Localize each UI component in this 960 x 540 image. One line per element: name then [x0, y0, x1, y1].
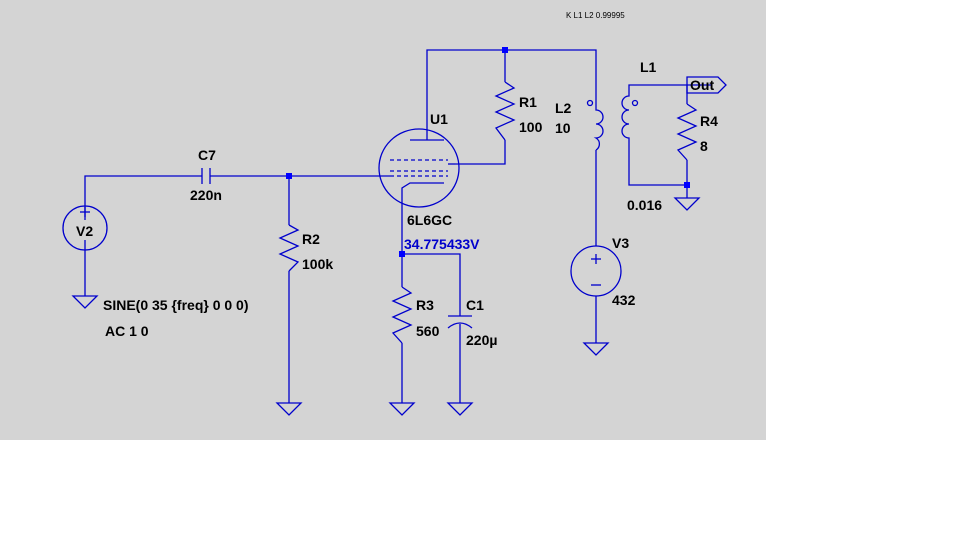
- v2-source[interactable]: [62, 205, 108, 251]
- l2-value: 10: [555, 120, 571, 136]
- wires: [84, 49, 712, 403]
- r2-label: R2: [302, 231, 320, 247]
- coupling-directive[interactable]: K L1 L2 0.99995: [566, 11, 625, 20]
- v2-label: V2: [76, 223, 93, 239]
- c7-label: C7: [198, 147, 216, 163]
- r1-label: R1: [519, 94, 537, 110]
- v3-label: V3: [612, 235, 629, 251]
- c1-label: C1: [466, 297, 484, 313]
- r3-label: R3: [416, 297, 434, 313]
- v2-value: SINE(0 35 {freq} 0 0 0): [103, 297, 249, 313]
- v2-ac-value: AC 1 0: [105, 323, 149, 339]
- l1-value: 0.016: [627, 197, 662, 213]
- r4-value: 8: [700, 138, 708, 154]
- u1-value: 6L6GC: [407, 212, 452, 228]
- node-voltage: 34.775433V: [404, 236, 480, 252]
- c7-capacitor[interactable]: [201, 168, 211, 184]
- out-net-label[interactable]: [686, 76, 727, 94]
- l1-inductor[interactable]: [621, 92, 639, 150]
- c1-capacitor[interactable]: [447, 315, 473, 329]
- ground-symbols: [71, 197, 701, 416]
- r2-resistor[interactable]: [278, 224, 300, 272]
- l2-label: L2: [555, 100, 572, 116]
- v3-value: 432: [612, 292, 636, 308]
- l1-label: L1: [640, 59, 657, 75]
- l2-inductor[interactable]: [586, 92, 604, 151]
- c1-value: 220µ: [466, 332, 497, 348]
- r3-value: 560: [416, 323, 440, 339]
- r2-value: 100k: [302, 256, 333, 272]
- r4-label: R4: [700, 113, 718, 129]
- schematic-canvas[interactable]: [0, 0, 766, 440]
- u1-label: U1: [430, 111, 448, 127]
- r1-value: 100: [519, 119, 543, 135]
- u1-tube[interactable]: [378, 128, 460, 208]
- c7-value: 220n: [190, 187, 222, 203]
- r4-resistor[interactable]: [676, 103, 698, 161]
- r1-resistor[interactable]: [494, 81, 516, 141]
- out-label: Out: [690, 77, 714, 93]
- junctions: [286, 47, 690, 257]
- v3-source[interactable]: [570, 245, 622, 297]
- r3-resistor[interactable]: [391, 286, 413, 344]
